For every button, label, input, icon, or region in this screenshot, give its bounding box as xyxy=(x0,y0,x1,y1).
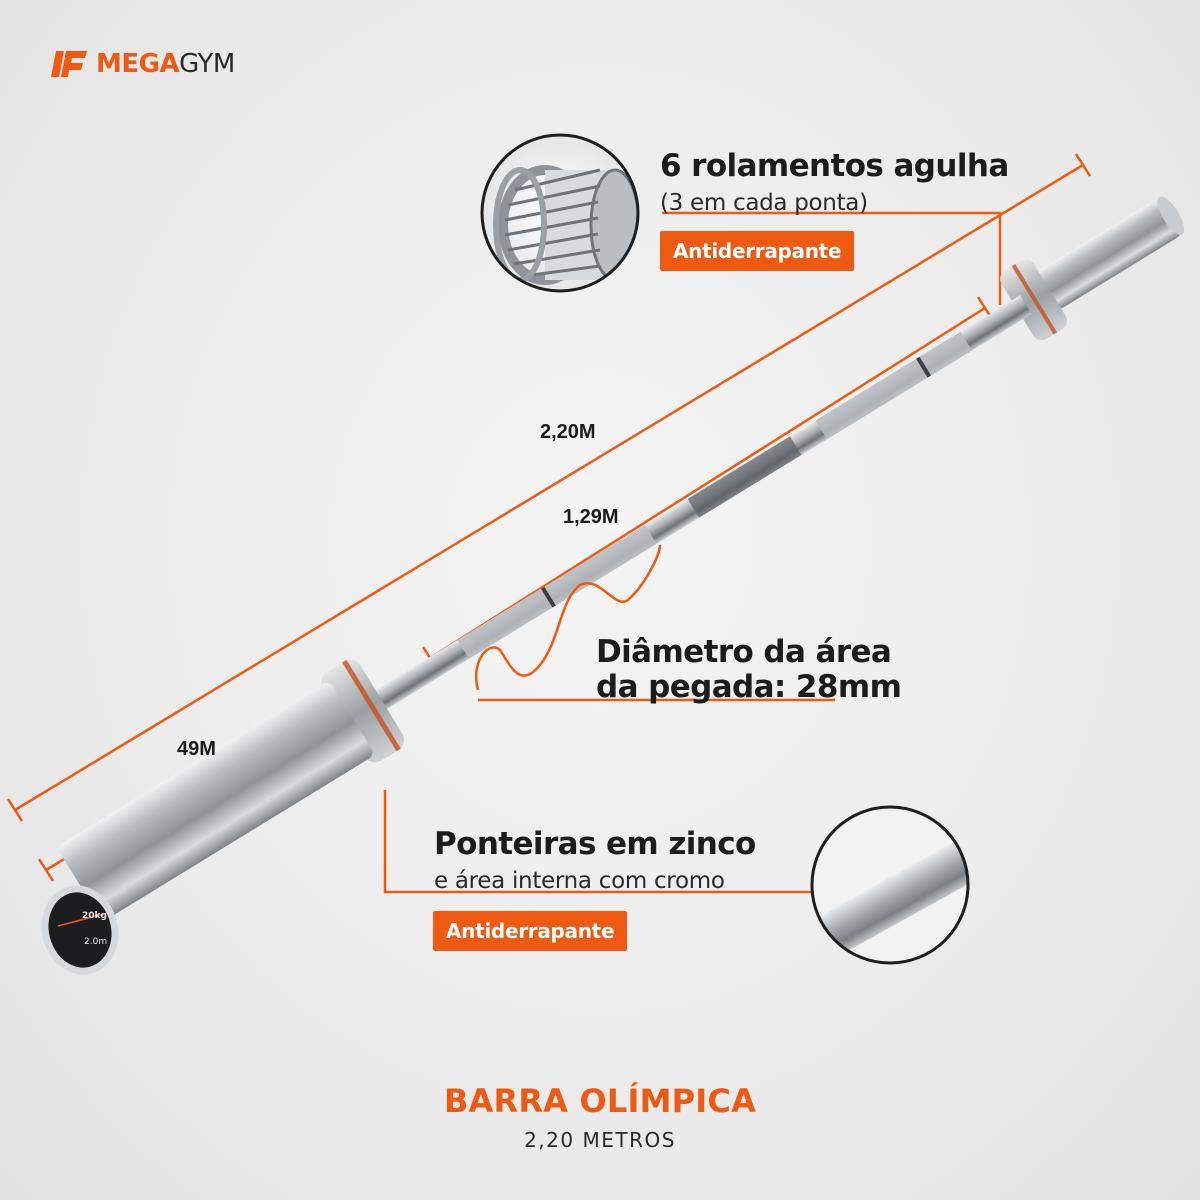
brand-name-bold: MEGA xyxy=(96,49,180,79)
product-title: BARRA OLÍMPICA xyxy=(443,1082,757,1120)
megagym-logo-icon xyxy=(51,51,87,77)
sleeves-title: Ponteiras em zinco xyxy=(434,826,756,862)
center-chrome xyxy=(687,436,802,518)
near-sleeve xyxy=(59,682,373,920)
end-cap-weight: 20kg xyxy=(82,911,107,921)
sleeves-subtitle: e área interna com cromo xyxy=(434,868,725,894)
bearings-callout-line xyxy=(662,211,1002,305)
grip-diameter-indicator xyxy=(475,544,662,691)
sleeves-callout-line xyxy=(383,790,815,894)
grip-length-label: 1,29M xyxy=(563,506,619,528)
grip-knurling-right xyxy=(815,331,972,440)
bar-closeup-icon xyxy=(810,805,970,965)
sleeve-length-label: 49M xyxy=(177,738,216,760)
far-sleeve xyxy=(1033,199,1181,311)
brand-logo: MEGAGYM xyxy=(50,46,235,82)
needle-bearing-icon xyxy=(480,133,640,293)
total-length-dimension-line xyxy=(6,153,1092,822)
grip-diameter-line1: Diâmetro da área xyxy=(596,634,892,670)
barbell xyxy=(59,196,1185,920)
total-length-label: 2,20M xyxy=(540,421,596,443)
brand-name-light: GYM xyxy=(179,49,235,79)
near-collar xyxy=(321,659,404,763)
bearings-badge: Antiderrapante xyxy=(660,231,855,271)
grip-diameter-line2: da pegada: 28mm xyxy=(596,669,902,705)
end-cap-length: 2.0m xyxy=(84,937,107,947)
far-sleeve-end xyxy=(1157,196,1185,235)
bearings-subtitle: (3 em cada ponta) xyxy=(660,190,868,216)
grip-knurling-left xyxy=(457,525,657,659)
end-cap xyxy=(41,885,119,975)
bearings-title: 6 rolamentos agulha xyxy=(660,148,1009,184)
product-subtitle: 2,20 METROS xyxy=(524,1128,676,1152)
sleeves-badge: Antiderrapante xyxy=(433,911,628,951)
